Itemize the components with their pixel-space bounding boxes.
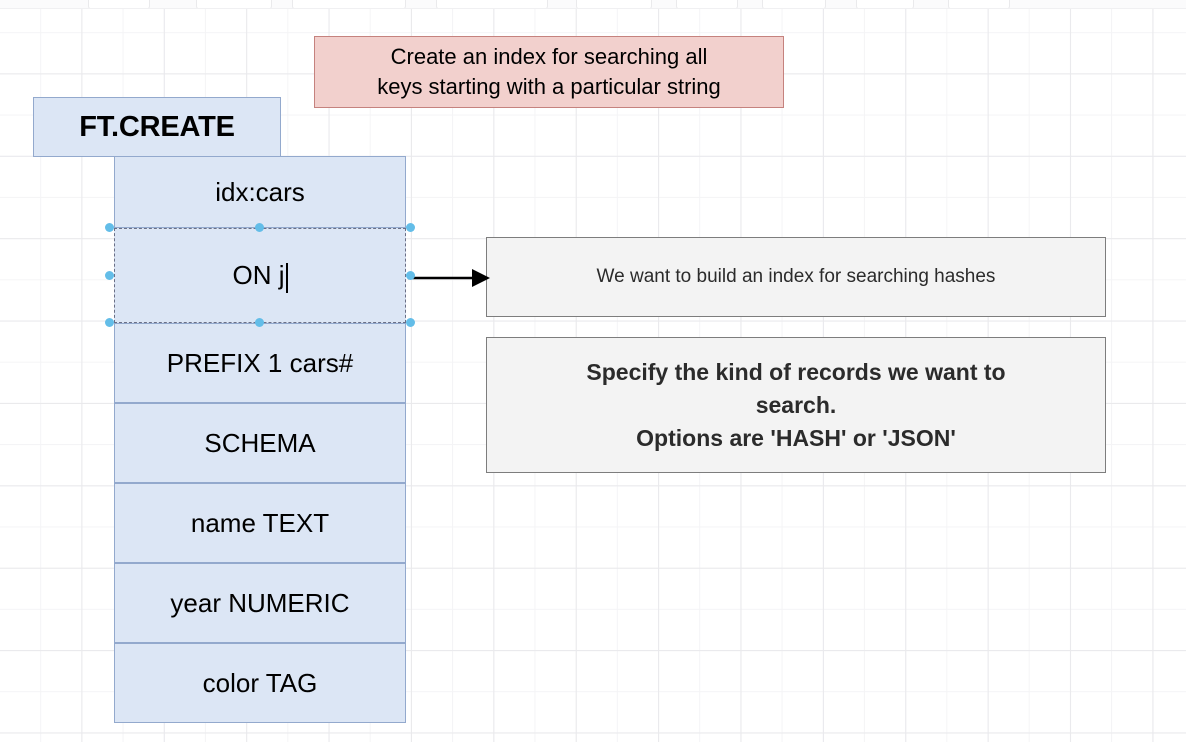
toolbar-chip	[576, 0, 652, 8]
grey-note-1-line-1: We want to build an index for searching …	[596, 266, 996, 287]
command-cell-label: idx:cars	[215, 176, 305, 207]
grey-note-2-line-1: Specify the kind of records we want to	[586, 358, 1006, 385]
command-cell-label: name TEXT	[190, 507, 330, 538]
command-cell-year-numeric[interactable]: year NUMERIC	[114, 563, 406, 643]
toolbar-strip	[0, 0, 1186, 9]
selection-handle-middle-left[interactable]	[105, 271, 114, 280]
command-cell-label: color TAG	[202, 667, 318, 698]
toolbar-chip	[88, 0, 150, 8]
selection-handle-top-right[interactable]	[406, 223, 415, 232]
toolbar-chip	[292, 0, 406, 8]
selection-handle-bottom-left[interactable]	[105, 318, 114, 327]
command-header-box[interactable]: FT.CREATE	[33, 97, 281, 157]
command-cell-on-editing[interactable]: ON j	[114, 228, 406, 323]
selection-handle-bottom-center[interactable]	[255, 318, 264, 327]
command-cell-label: PREFIX 1 cars#	[166, 347, 354, 378]
command-cell-stack: idx:cars ON j PREFIX 1 cars# SCHEMA name…	[114, 156, 406, 723]
toolbar-chip	[762, 0, 826, 8]
selection-handle-top-center[interactable]	[255, 223, 264, 232]
command-cell-label: SCHEMA	[204, 427, 316, 458]
toolbar-chip	[436, 0, 548, 8]
selection-handle-top-left[interactable]	[105, 223, 114, 232]
grey-annotation-note-hashes[interactable]: We want to build an index for searching …	[486, 237, 1106, 317]
grey-note-2-line-3: Options are 'HASH' or 'JSON'	[636, 424, 956, 451]
command-cell-label: year NUMERIC	[170, 587, 350, 618]
command-cell-label: ON j	[232, 260, 285, 290]
command-cell-idx-cars[interactable]: idx:cars	[114, 156, 406, 228]
command-cell-name-text[interactable]: name TEXT	[114, 483, 406, 563]
command-cell-schema[interactable]: SCHEMA	[114, 403, 406, 483]
command-cell-color-tag[interactable]: color TAG	[114, 643, 406, 723]
toolbar-chip	[948, 0, 1010, 8]
command-cell-prefix[interactable]: PREFIX 1 cars#	[114, 323, 406, 403]
command-header-label: FT.CREATE	[79, 110, 235, 143]
grey-annotation-note-options[interactable]: Specify the kind of records we want to s…	[486, 337, 1106, 473]
pink-note-line-2: keys starting with a particular string	[377, 74, 721, 99]
grey-note-2-line-2: search.	[755, 391, 837, 418]
text-cursor	[285, 262, 288, 293]
toolbar-chip	[196, 0, 272, 8]
pink-note-line-1: Create an index for searching all	[390, 44, 708, 69]
selection-handle-middle-right[interactable]	[406, 271, 415, 280]
toolbar-chip	[856, 0, 914, 8]
pink-annotation-note[interactable]: Create an index for searching all keys s…	[314, 36, 784, 108]
arrow-connector[interactable]	[406, 256, 490, 300]
selection-handle-bottom-right[interactable]	[406, 318, 415, 327]
toolbar-chip	[676, 0, 738, 8]
